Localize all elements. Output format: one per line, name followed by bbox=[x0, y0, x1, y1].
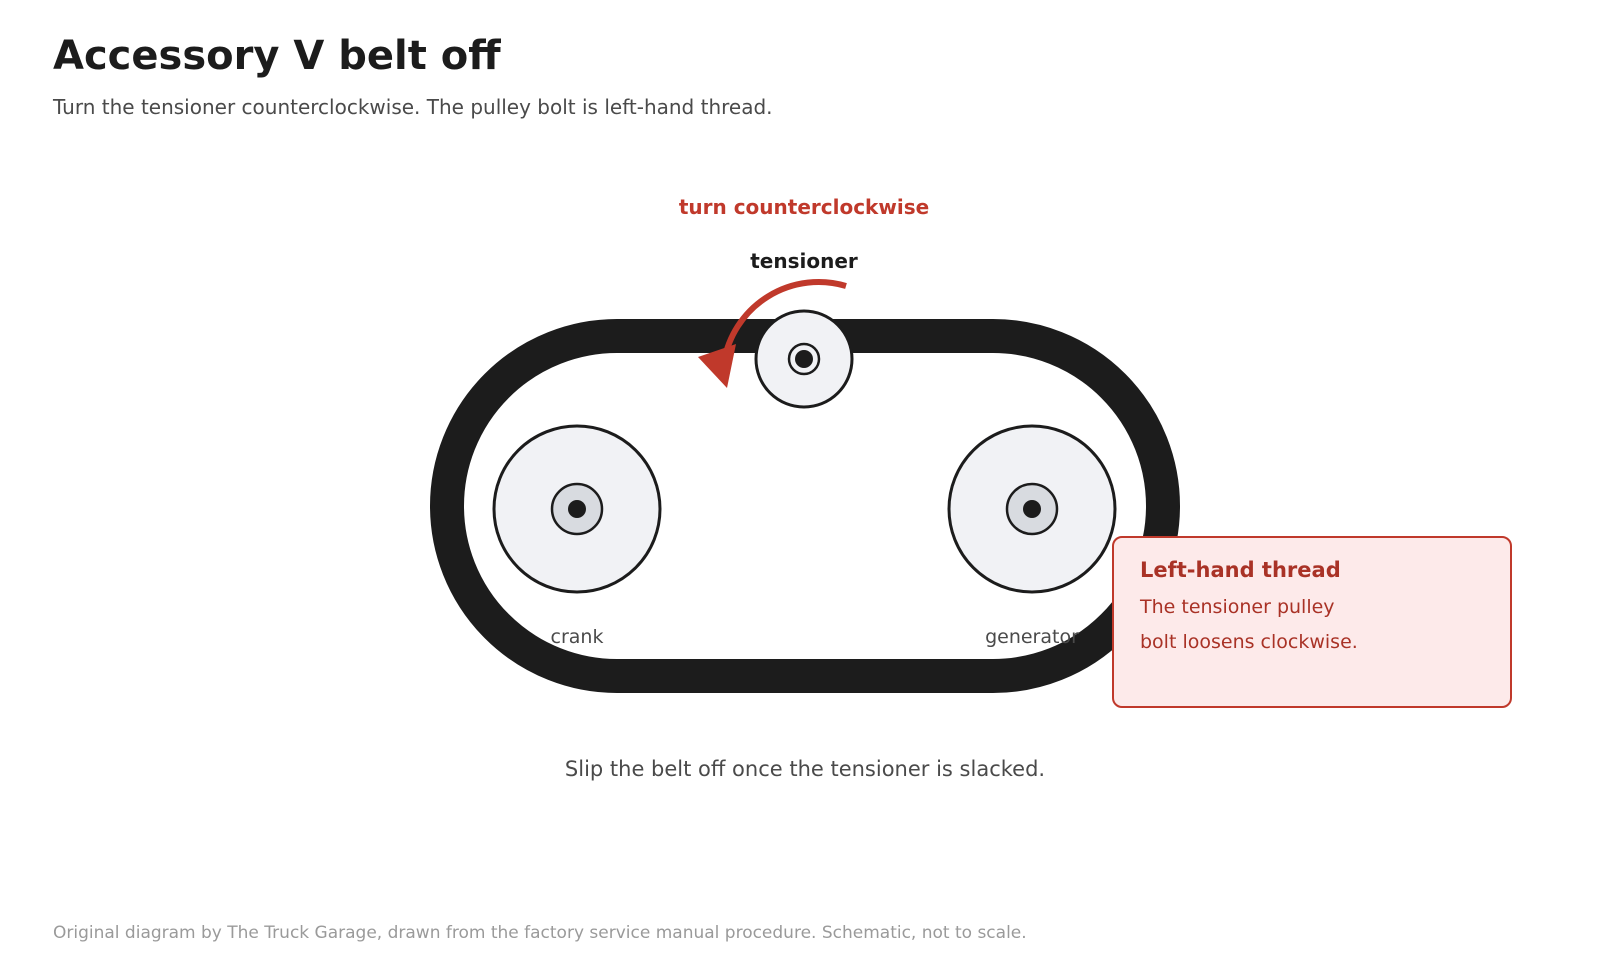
page-subtitle: Turn the tensioner counterclockwise. The… bbox=[53, 95, 773, 119]
tensioner-pulley bbox=[754, 309, 854, 409]
v-belt bbox=[430, 319, 1180, 693]
tensioner-label: tensioner bbox=[750, 249, 858, 273]
crank-pulley bbox=[492, 424, 662, 594]
footer-credit: Original diagram by The Truck Garage, dr… bbox=[53, 923, 1027, 943]
callout-title: Left-hand thread bbox=[1140, 558, 1341, 582]
generator-pulley bbox=[947, 424, 1117, 594]
rotation-label: turn counterclockwise bbox=[679, 195, 929, 219]
left-hand-thread-callout: Left-hand thread The tensioner pulley bo… bbox=[1112, 536, 1512, 708]
tensioner-bolt bbox=[795, 350, 813, 368]
page-title: Accessory V belt off bbox=[53, 33, 501, 79]
generator-label: generator bbox=[985, 626, 1079, 648]
counterclockwise-arrow-icon bbox=[698, 279, 847, 388]
generator-bolt bbox=[1023, 500, 1041, 518]
instruction-text: Slip the belt off once the tensioner is … bbox=[564, 757, 1046, 781]
callout-body: The tensioner pulley bolt loosens clockw… bbox=[1140, 596, 1358, 653]
crank-label: crank bbox=[551, 626, 604, 648]
crank-bolt bbox=[568, 500, 586, 518]
